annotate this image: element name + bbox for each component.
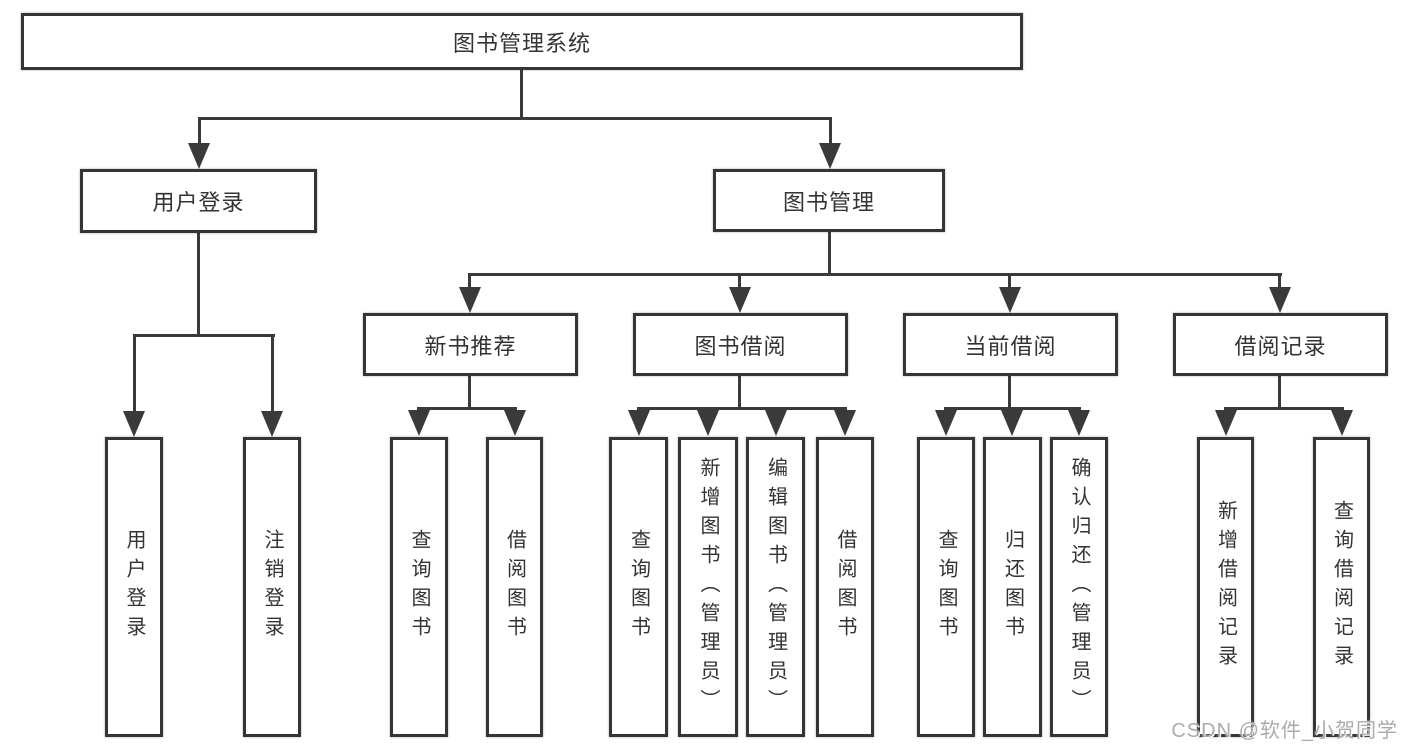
leaf-query-books-recommend: 查询图书 <box>390 437 448 737</box>
connector-line-h <box>1224 407 1344 410</box>
arrowhead-down-icon <box>1001 410 1023 436</box>
connector-line-v <box>133 337 136 413</box>
arrowhead-down-icon <box>504 410 526 436</box>
node-book-borrow: 图书借阅 <box>633 313 848 376</box>
connector-line-v <box>1278 376 1281 409</box>
connector-line-v <box>198 120 201 144</box>
connector-line-v <box>828 232 831 276</box>
leaf-query-books-recommend-label: 查询图书 <box>408 529 430 645</box>
arrowhead-down-icon <box>697 410 719 436</box>
connector-line-h <box>133 334 275 337</box>
arrowhead-down-icon <box>1331 410 1353 436</box>
arrowhead-down-icon <box>188 143 210 169</box>
leaf-edit-books-admin: 编辑图书（管理员） <box>746 437 805 737</box>
connector-line-h <box>417 407 517 410</box>
leaf-confirm-return-admin-label: 确认归还（管理员） <box>1068 456 1090 718</box>
arrowhead-down-icon <box>765 410 787 436</box>
connector-line-v <box>738 276 741 288</box>
arrowhead-down-icon <box>1215 410 1237 436</box>
node-current-borrow-label: 当前借阅 <box>964 333 1057 359</box>
connector-line-h <box>944 407 1081 410</box>
node-book-management: 图书管理 <box>713 169 945 232</box>
connector-line-h <box>468 273 1282 276</box>
leaf-query-books-borrow: 查询图书 <box>609 437 668 737</box>
leaf-add-borrow-record: 新增借阅记录 <box>1197 437 1254 737</box>
connector-line-v <box>468 276 471 288</box>
arrowhead-down-icon <box>459 287 481 313</box>
leaf-query-books-current: 查询图书 <box>917 437 975 737</box>
leaf-user-login-label: 用户登录 <box>123 529 145 645</box>
leaf-borrow-books-recommend-label: 借阅图书 <box>503 529 526 645</box>
leaf-query-borrow-record: 查询借阅记录 <box>1313 437 1370 737</box>
leaf-logout-label: 注销登录 <box>261 529 283 645</box>
node-book-management-label: 图书管理 <box>782 189 875 215</box>
node-user-login: 用户登录 <box>80 169 317 233</box>
arrowhead-down-icon <box>1269 287 1291 313</box>
leaf-borrow-books: 借阅图书 <box>816 437 874 737</box>
node-user-login-label: 用户登录 <box>152 190 245 215</box>
leaf-return-books-label: 归还图书 <box>1001 529 1024 645</box>
node-new-book-recommend: 新书推荐 <box>363 313 578 376</box>
leaf-user-login: 用户登录 <box>105 437 163 737</box>
watermark: CSDN @软件_小贺同学 <box>1171 720 1398 742</box>
leaf-borrow-books-label: 借阅图书 <box>834 529 856 645</box>
leaf-add-books-admin-label: 新增图书（管理员） <box>697 456 719 718</box>
connector-line-v <box>468 376 471 409</box>
connector-line-v <box>1008 276 1011 288</box>
connector-line-v <box>1008 376 1011 409</box>
arrowhead-down-icon <box>628 410 650 436</box>
leaf-return-books: 归还图书 <box>983 437 1042 737</box>
connector-line-v <box>271 337 274 413</box>
connector-line-v <box>829 120 832 144</box>
leaf-confirm-return-admin: 确认归还（管理员） <box>1050 437 1108 737</box>
leaf-edit-books-admin-label: 编辑图书（管理员） <box>764 456 787 718</box>
node-borrow-records-label: 借阅记录 <box>1234 333 1327 359</box>
leaf-query-borrow-record-label: 查询借阅记录 <box>1330 500 1353 674</box>
arrowhead-down-icon <box>834 410 856 436</box>
node-root-label: 图书管理系统 <box>452 30 591 56</box>
arrowhead-down-icon <box>261 411 283 437</box>
leaf-borrow-books-recommend: 借阅图书 <box>486 437 543 737</box>
connector-line-v <box>738 376 741 409</box>
leaf-query-books-borrow-label: 查询图书 <box>627 529 650 645</box>
node-book-borrow-label: 图书借阅 <box>694 333 787 359</box>
leaf-logout: 注销登录 <box>243 437 301 737</box>
node-new-book-recommend-label: 新书推荐 <box>424 333 517 359</box>
arrowhead-down-icon <box>729 287 751 313</box>
arrowhead-down-icon <box>123 411 145 437</box>
arrowhead-down-icon <box>819 143 841 169</box>
node-current-borrow: 当前借阅 <box>903 313 1118 376</box>
leaf-add-borrow-record-label: 新增借阅记录 <box>1214 500 1237 674</box>
connector-line-v <box>520 70 523 119</box>
node-root: 图书管理系统 <box>21 13 1023 70</box>
node-borrow-records: 借阅记录 <box>1173 313 1388 376</box>
arrowhead-down-icon <box>999 287 1021 313</box>
arrowhead-down-icon <box>1068 410 1090 436</box>
arrowhead-down-icon <box>935 410 957 436</box>
connector-line-v <box>1278 276 1281 288</box>
connector-line-h <box>637 407 847 410</box>
arrowhead-down-icon <box>408 410 430 436</box>
connector-line-h <box>198 117 832 120</box>
leaf-query-books-current-label: 查询图书 <box>935 529 957 645</box>
connector-line-v <box>197 233 200 336</box>
leaf-add-books-admin: 新增图书（管理员） <box>678 437 738 737</box>
